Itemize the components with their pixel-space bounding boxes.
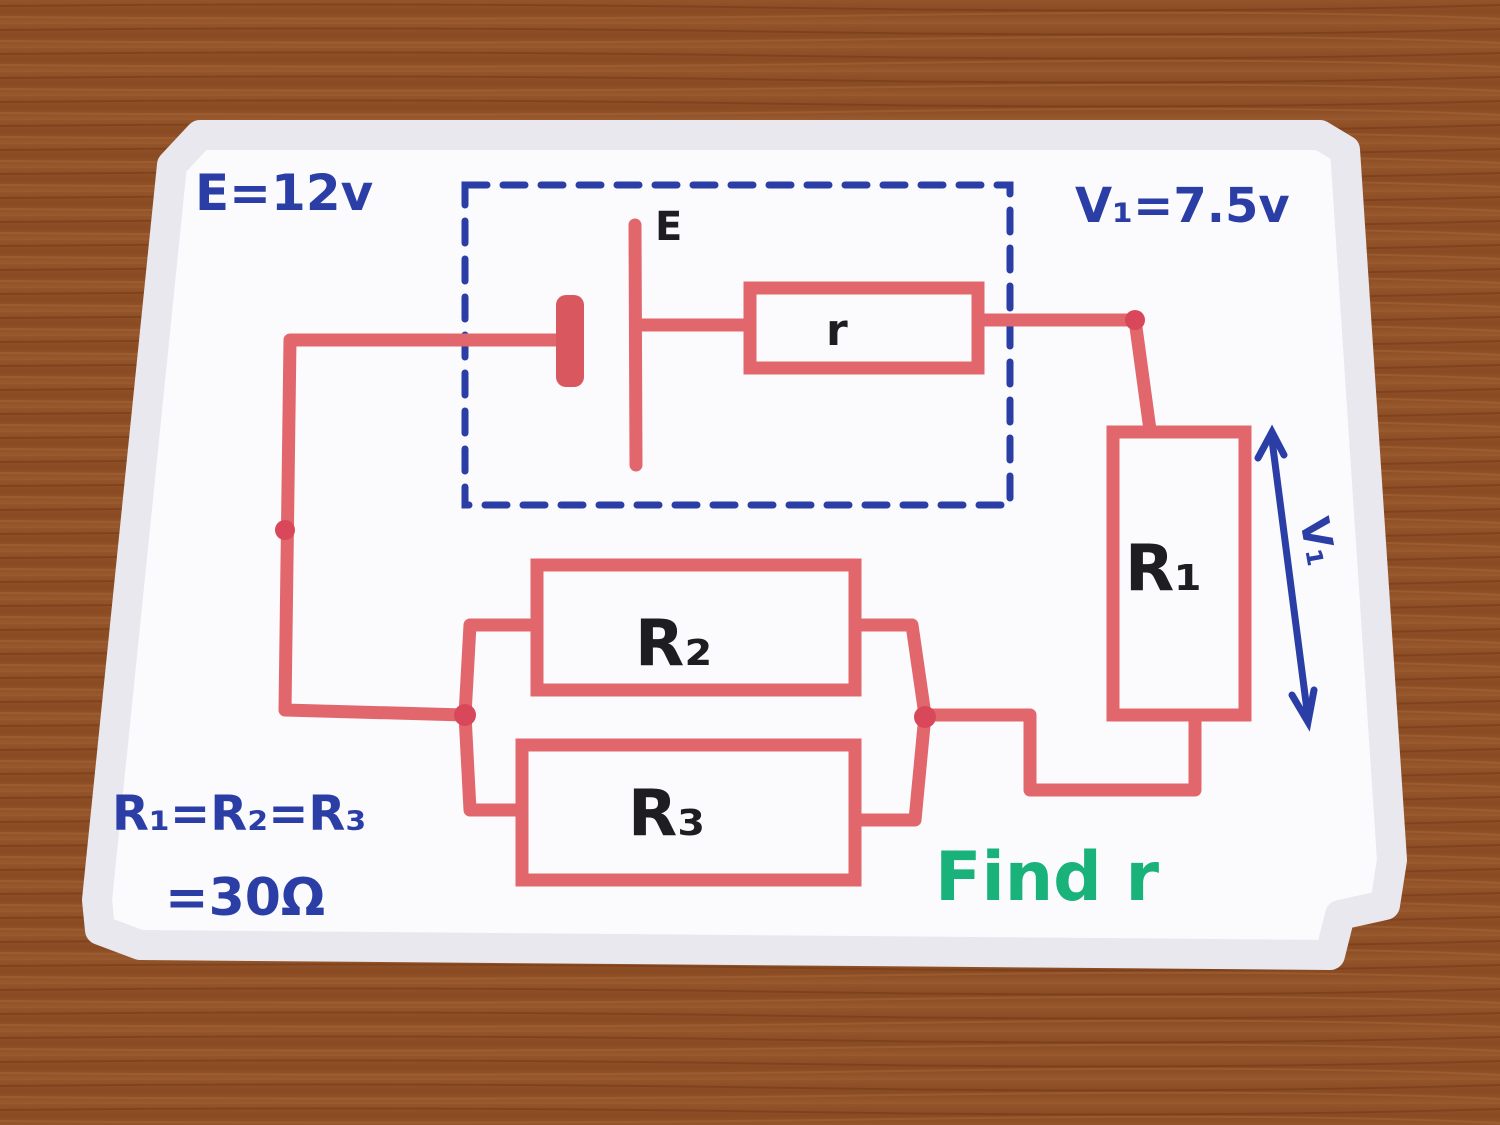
- r3-label: R₃: [628, 777, 705, 851]
- battery-long-plate: [628, 218, 643, 472]
- resistance-equality-label: R₁=R₂=R₃: [112, 786, 366, 842]
- junction-dots: [275, 310, 1145, 728]
- battery-short-plate: [556, 295, 584, 387]
- emf-given-label: E=12v: [195, 164, 373, 222]
- resistance-value-label: =30Ω: [165, 868, 325, 928]
- resistor-r1: [1106, 425, 1252, 722]
- r2-label: R₂: [635, 607, 712, 681]
- battery-label: E: [655, 204, 682, 250]
- resistor-r3: [515, 738, 862, 887]
- resistor-r2: [530, 558, 862, 697]
- resistor-r: [743, 281, 985, 375]
- wires: [278, 313, 1202, 827]
- v1-arrow-label: V₁: [1290, 514, 1344, 570]
- internal-resistor-label: r: [826, 305, 848, 356]
- v1-arrow: [1254, 424, 1318, 732]
- task-label: Find r: [935, 838, 1160, 917]
- r1-label: R₁: [1125, 532, 1202, 606]
- voltage-given-label: V₁=7.5v: [1075, 178, 1290, 234]
